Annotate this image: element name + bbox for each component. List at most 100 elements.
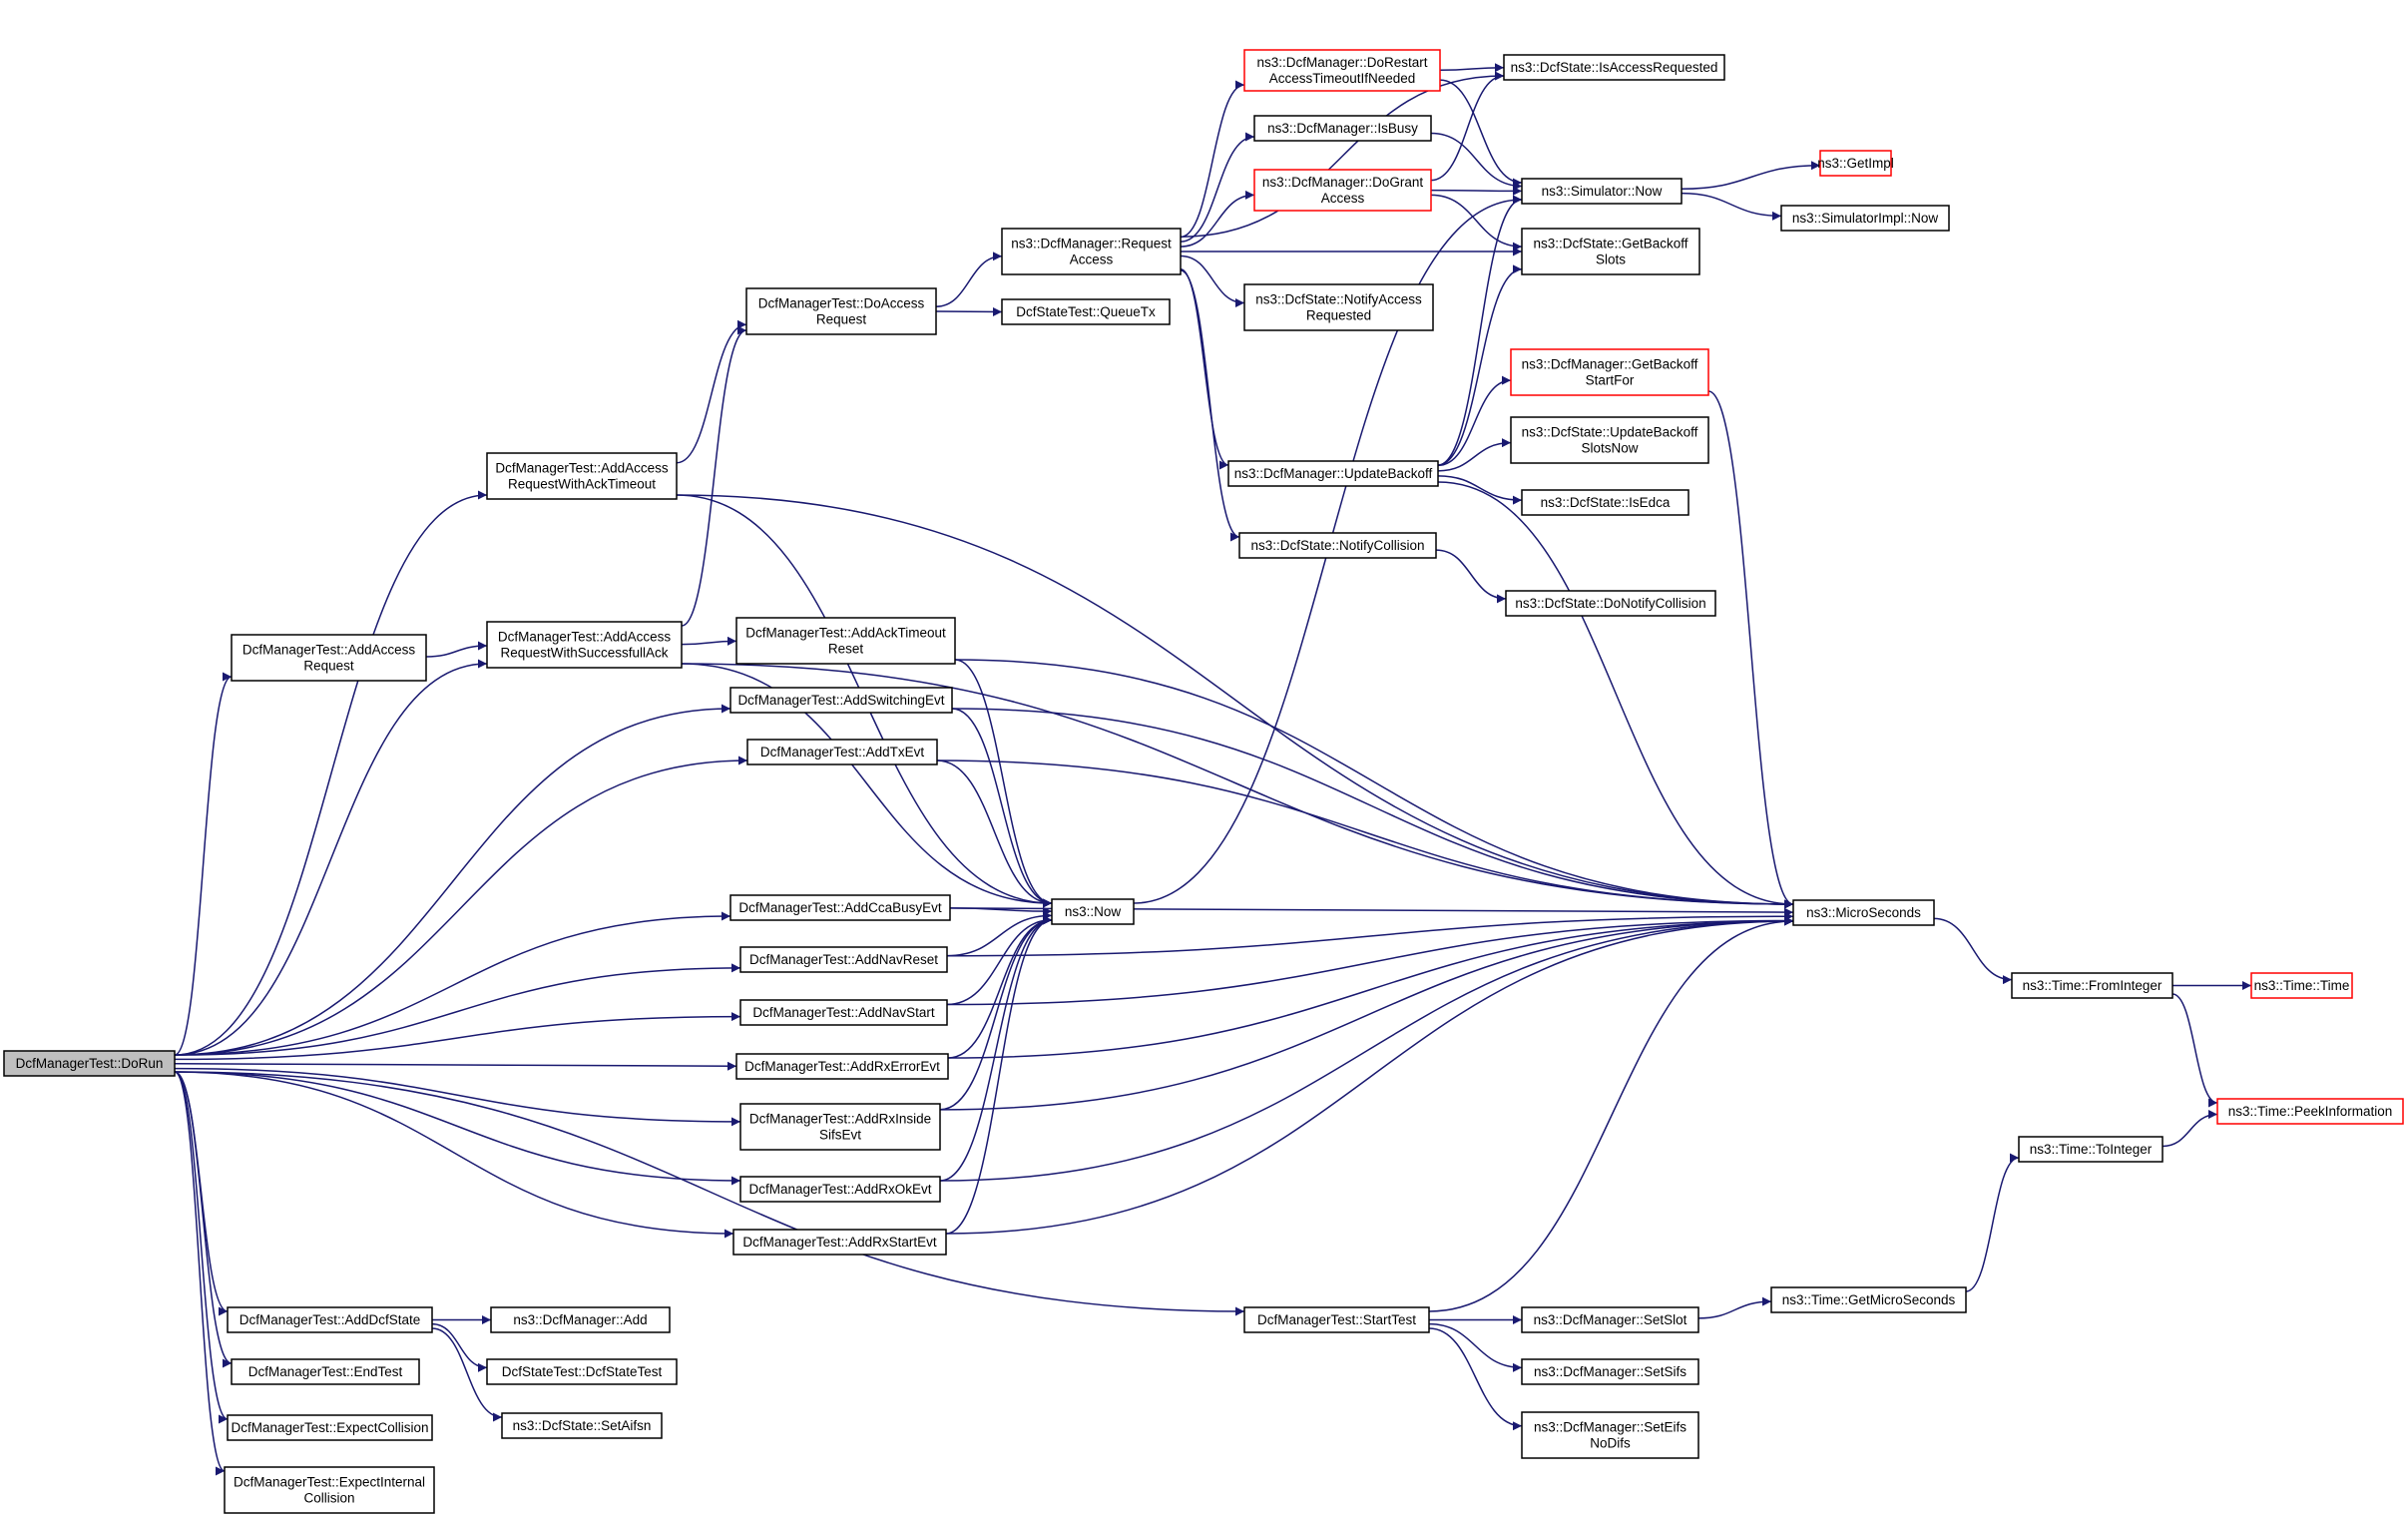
node-addTx[interactable]: DcfManagerTest::AddTxEvt — [746, 739, 938, 765]
node-isBusy[interactable]: ns3::DcfManager::IsBusy — [1253, 115, 1432, 142]
node-addSwitch[interactable]: DcfManagerTest::AddSwitchingEvt — [729, 687, 953, 714]
node-addAccTO[interactable]: DcfManagerTest::AddAccessRequestWithAckT… — [486, 452, 678, 500]
node-box — [1253, 169, 1432, 212]
edge-addAccTO-to-micro — [676, 494, 1794, 909]
node-now[interactable]: ns3::Now — [1051, 898, 1135, 925]
edge-reqAccess-to-doGrant — [1180, 190, 1255, 248]
edge-addAccSucc-to-now — [681, 663, 1053, 908]
node-label: ns3::DcfState::UpdateBackoff — [1522, 425, 1698, 440]
node-label: ns3::DcfManager::UpdateBackoff — [1234, 466, 1433, 481]
node-label: DcfStateTest::QueueTx — [1016, 304, 1156, 319]
node-updBackoff[interactable]: ns3::DcfManager::UpdateBackoff — [1227, 460, 1439, 487]
node-label: ns3::Time::Time — [2254, 978, 2350, 993]
edge-updBackoff-to-isEdca — [1437, 475, 1523, 505]
node-startTest[interactable]: DcfManagerTest::StartTest — [1243, 1306, 1430, 1333]
node-box — [1521, 228, 1700, 275]
edge-addNavReset-to-micro — [946, 911, 1794, 957]
node-dstCtor[interactable]: DcfStateTest::DcfStateTest — [486, 1358, 678, 1385]
node-box — [1227, 460, 1439, 487]
node-box — [732, 1229, 947, 1256]
node-isAccReq[interactable]: ns3::DcfState::IsAccessRequested — [1503, 54, 1725, 81]
node-box — [739, 999, 948, 1026]
node-label: DcfManagerTest::AddCcaBusyEvt — [738, 900, 942, 915]
node-setAifsn[interactable]: ns3::DcfState::SetAifsn — [501, 1412, 663, 1439]
node-addCca[interactable]: DcfManagerTest::AddCcaBusyEvt — [729, 894, 951, 921]
edge-dorun-to-addTx — [174, 756, 748, 1056]
node-setSifs[interactable]: ns3::DcfManager::SetSifs — [1521, 1358, 1699, 1385]
node-box — [227, 1414, 433, 1441]
node-addAccSucc[interactable]: DcfManagerTest::AddAccessRequestWithSucc… — [486, 621, 683, 669]
edge-reqAccess-to-isBusy — [1180, 132, 1255, 243]
edge-addAckTO-to-now — [954, 659, 1053, 908]
node-timeTime[interactable]: ns3::Time::Time — [2250, 972, 2353, 999]
node-getImpl[interactable]: ns3::GetImpl — [1817, 150, 1894, 177]
edge-toInt-to-peekInfo — [2162, 1110, 2218, 1148]
node-label: ns3::Time::ToInteger — [2030, 1142, 2153, 1157]
node-simNow[interactable]: ns3::Simulator::Now — [1521, 178, 1683, 205]
edge-dorun-to-expColl — [174, 1071, 229, 1424]
node-dmAdd[interactable]: ns3::DcfManager::Add — [490, 1306, 671, 1333]
node-box — [1503, 54, 1725, 81]
node-label: ns3::DcfState::IsEdca — [1541, 495, 1671, 510]
node-box — [1243, 1306, 1430, 1333]
node-queueTx[interactable]: DcfStateTest::QueueTx — [1001, 298, 1171, 325]
node-notifyColl[interactable]: ns3::DcfState::NotifyCollision — [1238, 532, 1437, 559]
edge-addNavReset-to-now — [946, 910, 1053, 957]
node-simImplNow[interactable]: ns3::SimulatorImpl::Now — [1780, 205, 1950, 232]
node-isEdca[interactable]: ns3::DcfState::IsEdca — [1521, 489, 1689, 516]
node-box — [739, 946, 948, 973]
node-peekInfo[interactable]: ns3::Time::PeekInformation — [2216, 1098, 2404, 1125]
node-doNotifyColl[interactable]: ns3::DcfState::DoNotifyCollision — [1505, 590, 1716, 617]
node-addDcf[interactable]: DcfManagerTest::AddDcfState — [227, 1306, 433, 1333]
node-label: ns3::DcfManager::Add — [513, 1312, 647, 1327]
node-expColl[interactable]: DcfManagerTest::ExpectCollision — [227, 1414, 433, 1441]
edge-addAccReq-to-addAccSucc — [425, 641, 488, 658]
node-fromInt[interactable]: ns3::Time::FromInteger — [2011, 972, 2173, 999]
node-label: ns3::DcfState::GetBackoff — [1533, 237, 1687, 252]
node-box — [1510, 348, 1709, 396]
node-label: ns3::DcfManager::SetSlot — [1534, 1312, 1687, 1327]
node-label: DcfManagerTest::AddSwitchingEvt — [737, 693, 944, 708]
node-label: ns3::Now — [1065, 904, 1122, 919]
node-label: ns3::Simulator::Now — [1542, 184, 1663, 199]
node-addRxStart[interactable]: DcfManagerTest::AddRxStartEvt — [732, 1229, 947, 1256]
edge-reqAccess-to-notifyAccReq — [1180, 254, 1245, 308]
node-label: ns3::MicroSeconds — [1806, 905, 1921, 920]
node-doRestart[interactable]: ns3::DcfManager::DoRestartAccessTimeoutI… — [1243, 49, 1441, 92]
node-label: DcfManagerTest::AddRxStartEvt — [742, 1235, 937, 1250]
node-box — [739, 1103, 941, 1151]
node-label: Slots — [1596, 253, 1626, 267]
node-micro[interactable]: ns3::MicroSeconds — [1792, 899, 1935, 926]
node-label: DcfManagerTest::AddRxErrorEvt — [744, 1059, 940, 1074]
edge-addNavStart-to-now — [946, 915, 1053, 1006]
node-addNavStart[interactable]: DcfManagerTest::AddNavStart — [739, 999, 948, 1026]
node-label: DcfManagerTest::EndTest — [248, 1364, 403, 1379]
node-endTest[interactable]: DcfManagerTest::EndTest — [231, 1358, 420, 1385]
edge-dorun-to-endTest — [174, 1071, 233, 1368]
node-addNavReset[interactable]: DcfManagerTest::AddNavReset — [739, 946, 948, 973]
node-label: SifsEvt — [819, 1128, 861, 1143]
node-dorun[interactable]: DcfManagerTest::DoRun — [3, 1050, 176, 1077]
node-box — [1770, 1286, 1967, 1313]
node-label: ns3::Time::FromInteger — [2023, 978, 2163, 993]
node-addRxOk[interactable]: DcfManagerTest::AddRxOkEvt — [739, 1176, 941, 1203]
node-addRxErr[interactable]: DcfManagerTest::AddRxErrorEvt — [735, 1053, 949, 1080]
node-toInt[interactable]: ns3::Time::ToInteger — [2018, 1136, 2164, 1163]
node-getMicro[interactable]: ns3::Time::GetMicroSeconds — [1770, 1286, 1967, 1313]
node-setSlot[interactable]: ns3::DcfManager::SetSlot — [1521, 1306, 1699, 1333]
node-box — [2018, 1136, 2164, 1163]
node-label: Access — [1070, 253, 1114, 267]
node-box — [1505, 590, 1716, 617]
